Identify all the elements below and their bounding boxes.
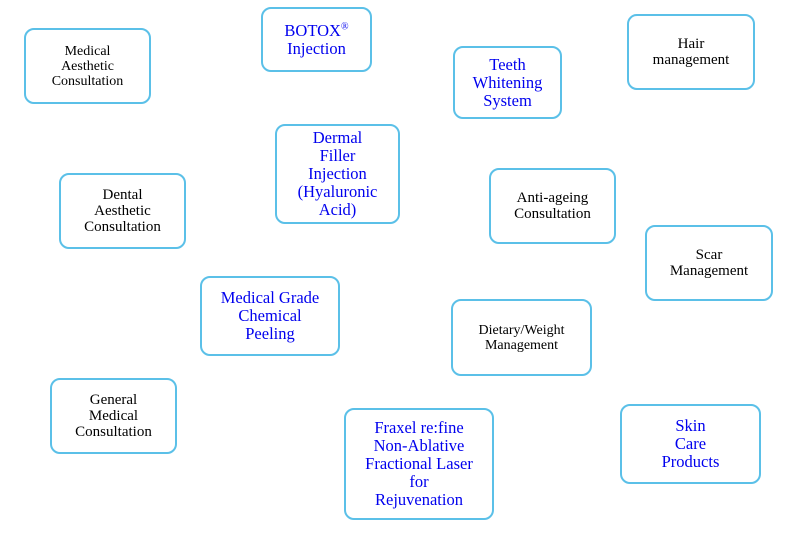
botox-injection-label: BOTOX®Injection bbox=[284, 20, 349, 58]
dermal-filler-injection-link[interactable]: Dermal Filler Injection (Hyaluronic Acid… bbox=[275, 124, 400, 224]
general-medical-consultation-box: General Medical Consultation bbox=[50, 378, 177, 454]
fraxel-refine-laser-link[interactable]: Fraxel re:fine Non-Ablative Fractional L… bbox=[344, 408, 494, 520]
hair-management-box: Hair management bbox=[627, 14, 755, 90]
scar-management-box: Scar Management bbox=[645, 225, 773, 301]
dental-aesthetic-consultation-box: Dental Aesthetic Consultation bbox=[59, 173, 186, 249]
dietary-weight-management-box: Dietary/Weight Management bbox=[451, 299, 592, 376]
teeth-whitening-system-link[interactable]: Teeth Whitening System bbox=[453, 46, 562, 119]
skin-care-products-link[interactable]: Skin Care Products bbox=[620, 404, 761, 484]
medical-grade-chemical-peeling-link[interactable]: Medical Grade Chemical Peeling bbox=[200, 276, 340, 356]
medical-aesthetic-consultation-box: Medical Aesthetic Consultation bbox=[24, 28, 151, 104]
anti-ageing-consultation-box: Anti-ageing Consultation bbox=[489, 168, 616, 244]
botox-injection-link[interactable]: BOTOX®Injection bbox=[261, 7, 372, 72]
